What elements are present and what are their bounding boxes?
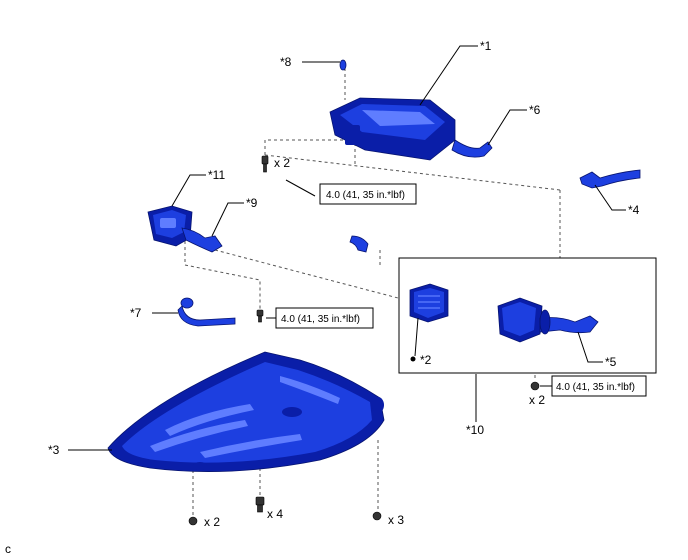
part-clip-8 bbox=[339, 59, 347, 71]
torque-spec-3: 4.0 (41, 35 in.*lbf) bbox=[551, 375, 647, 397]
callout-7: *7 bbox=[130, 306, 142, 320]
bolt-shank-icon-2 bbox=[258, 315, 262, 323]
torque-text-1: 4.0 (41, 35 in.*lbf) bbox=[326, 190, 405, 201]
part-small-connector bbox=[349, 235, 369, 253]
qty-bottom-right: x 3 bbox=[388, 513, 404, 527]
torque-spec-2: 4.0 (41, 35 in.*lbf) bbox=[275, 307, 374, 329]
nut-icon-bottom-right bbox=[372, 511, 382, 521]
callout-11: *11 bbox=[208, 168, 225, 182]
nut-icon-bottom-left bbox=[188, 516, 198, 526]
bolt-icon bbox=[261, 155, 269, 165]
leader-lines bbox=[68, 45, 626, 451]
qty-bottom-left: x 2 bbox=[204, 515, 220, 529]
required-mark-dot-icon bbox=[410, 356, 416, 362]
bolt-icon-2 bbox=[256, 309, 264, 317]
callout-6: *6 bbox=[529, 103, 541, 117]
qty-bottom-mid: x 4 bbox=[267, 507, 283, 521]
part-undercover-3 bbox=[107, 351, 385, 472]
torque-text-2: 4.0 (41, 35 in.*lbf) bbox=[281, 314, 360, 325]
part-ecu-2 bbox=[409, 283, 449, 323]
part-bracket-11 bbox=[147, 205, 223, 253]
callout-3: *3 bbox=[48, 443, 60, 457]
callout-10: *10 bbox=[466, 423, 484, 437]
clip-stem-icon bbox=[257, 504, 263, 513]
part-holder-5 bbox=[497, 297, 599, 343]
part-module-unit bbox=[329, 97, 493, 161]
qty-top-bolt: x 2 bbox=[274, 156, 290, 170]
part-harness-7 bbox=[177, 297, 236, 327]
callout-9: *9 bbox=[246, 196, 258, 210]
clip-icon-bottom-mid bbox=[255, 496, 265, 506]
part-harness-4 bbox=[579, 169, 641, 189]
callout-1: *1 bbox=[480, 39, 492, 53]
nut-icon bbox=[530, 381, 540, 391]
fasteners bbox=[188, 155, 540, 526]
callout-2: *2 bbox=[420, 353, 432, 367]
torque-spec-1: 4.0 (41, 35 in.*lbf) bbox=[319, 183, 417, 205]
callout-5: *5 bbox=[605, 355, 617, 369]
bolt-shank-icon bbox=[263, 163, 267, 173]
torque-text-3: 4.0 (41, 35 in.*lbf) bbox=[556, 382, 635, 393]
corner-label: c bbox=[5, 542, 11, 556]
qty-nut-right: x 2 bbox=[529, 393, 545, 407]
callout-8: *8 bbox=[280, 55, 292, 69]
callout-4: *4 bbox=[628, 203, 640, 217]
